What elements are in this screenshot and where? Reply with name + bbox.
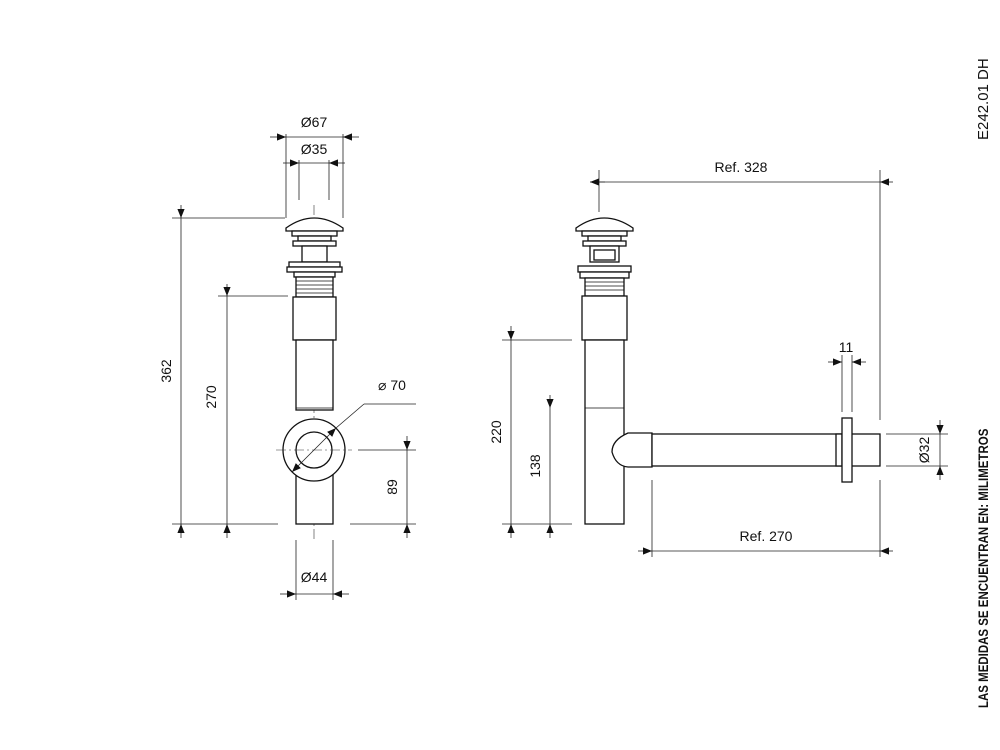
- dim-height-138: 138: [527, 454, 543, 478]
- dim-dia-67: Ø67: [301, 114, 328, 130]
- side-view: Ref. 328 11 220 138 Ø32 Ref. 270: [488, 159, 948, 557]
- dim-bottle-70: ⌀ 70: [378, 377, 406, 393]
- dim-dia-44: Ø44: [301, 569, 328, 585]
- dim-dia-35: Ø35: [301, 141, 328, 157]
- dim-height-362: 362: [158, 359, 174, 383]
- dim-height-270: 270: [203, 385, 219, 409]
- dim-height-89: 89: [384, 479, 400, 495]
- front-view: Ø67 Ø35 362 270 ⌀ 70 89: [158, 114, 416, 600]
- dim-height-220: 220: [488, 420, 504, 444]
- drawing-code: E242.01 DH: [975, 58, 992, 140]
- dim-dia-32: Ø32: [916, 437, 932, 464]
- dim-flange-11: 11: [839, 339, 854, 355]
- dim-ref-328: Ref. 328: [715, 159, 768, 175]
- units-note: LAS MEDIDAS SE ENCUENTRAN EN: MILIMETROS: [975, 428, 991, 708]
- dim-ref-270: Ref. 270: [740, 528, 793, 544]
